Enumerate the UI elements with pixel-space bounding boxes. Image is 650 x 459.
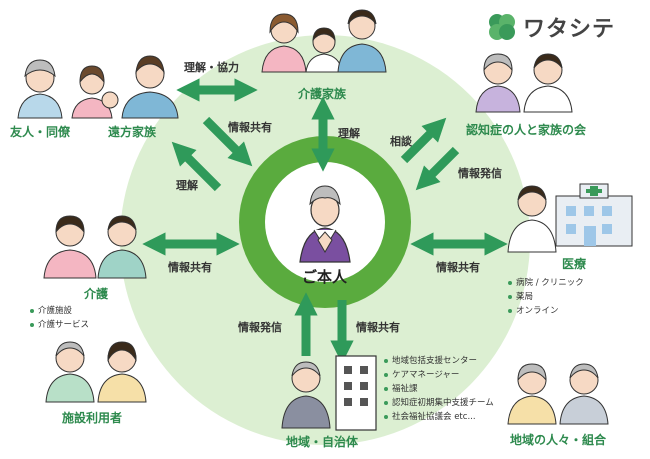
node-care: 介護	[84, 287, 109, 301]
list-item: 病院 / クリニック	[508, 276, 584, 290]
hospital-icon	[555, 183, 633, 247]
edge-info-share-bottom: 情報共有	[356, 321, 400, 334]
city-hall-icon	[335, 355, 377, 431]
friends-people-icon	[17, 55, 179, 119]
arrow-consult	[400, 117, 447, 164]
list-item: ケアマネージャー	[384, 368, 494, 382]
community-list: 地域包括支援センター ケアマネージャー 福祉課 認知症初期集中支援チーム 社会福…	[384, 354, 494, 424]
arrow-info-send	[415, 146, 460, 191]
node-medical: 医療	[562, 257, 587, 271]
edge-info-send-right: 情報発信	[458, 167, 502, 180]
list-item: 社会福祉協議会 etc...	[384, 410, 494, 424]
center-label: ご本人	[302, 268, 348, 286]
list-item: 薬局	[508, 290, 584, 304]
facility-users-icon	[45, 341, 147, 403]
node-dementia-assoc: 認知症の人と家族の会	[466, 123, 587, 137]
list-item: 福祉課	[384, 382, 494, 396]
node-distant-family: 遠方家族	[108, 125, 157, 139]
edge-consult: 相談	[390, 135, 412, 148]
brand-name: ワタシテ	[523, 17, 616, 42]
care-staff-icon	[43, 215, 147, 279]
center-person-icon	[299, 185, 351, 263]
list-item: 認知症初期集中支援チーム	[384, 396, 494, 410]
edge-understand-cooperate: 理解・協力	[184, 61, 239, 74]
list-item: 地域包括支援センター	[384, 354, 494, 368]
edge-understand-left: 理解	[176, 179, 198, 192]
association-people-icon	[475, 53, 573, 113]
edge-understand-center: 理解	[338, 127, 360, 140]
list-item: オンライン	[508, 304, 584, 318]
list-item: 介護サービス	[30, 318, 89, 332]
care-list: 介護施設 介護サービス	[30, 304, 89, 332]
medical-list: 病院 / クリニック 薬局 オンライン	[508, 276, 584, 318]
node-friends: 友人・同僚	[10, 125, 71, 139]
arrow-family-up	[171, 141, 222, 192]
edge-info-send-bottom: 情報発信	[238, 321, 282, 334]
node-family: 介護家族	[298, 87, 347, 101]
neighbors-icon	[507, 363, 609, 425]
arrow-family-down	[202, 116, 253, 167]
edge-info-share-right: 情報共有	[436, 261, 480, 274]
edge-info-share-upper: 情報共有	[228, 121, 272, 134]
node-facility-users: 施設利用者	[62, 411, 123, 425]
list-item: 介護施設	[30, 304, 89, 318]
edge-info-share-left: 情報共有	[168, 261, 212, 274]
node-neighbors: 地域の人々・組合	[510, 433, 607, 447]
brand-logo: ワタシテ	[487, 11, 615, 43]
official-icon	[281, 361, 331, 429]
family-people-icon	[261, 9, 387, 73]
node-community: 地域・自治体	[286, 435, 359, 449]
doctor-icon	[507, 185, 557, 253]
clover-logo-icon	[489, 14, 515, 40]
